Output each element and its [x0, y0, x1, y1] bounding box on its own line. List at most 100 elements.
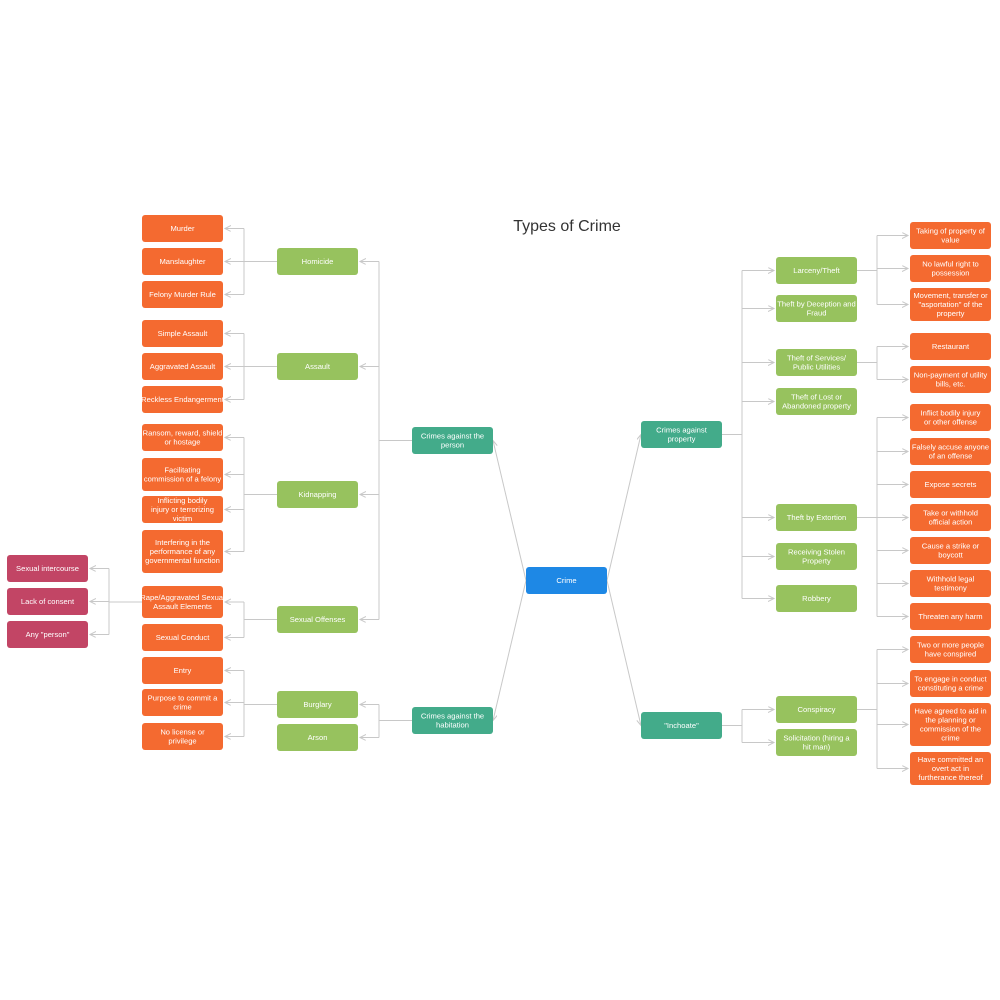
node-box [910, 333, 991, 360]
node-box [142, 353, 223, 380]
node-box [412, 427, 493, 454]
node-label: Robbery [802, 594, 831, 603]
node-label: Threaten any harm [918, 612, 982, 621]
node-box [142, 248, 223, 275]
node-aggassault[interactable]: Aggravated Assault [142, 353, 223, 380]
node-box [910, 504, 991, 531]
node-restaurant[interactable]: Restaurant [910, 333, 991, 360]
node-box [7, 555, 88, 582]
node-box [776, 729, 857, 756]
node-extortion[interactable]: Theft by Extortion [776, 504, 857, 531]
node-box [910, 570, 991, 597]
node-box [277, 481, 358, 508]
node-assault[interactable]: Assault [277, 353, 358, 380]
node-reckless[interactable]: Reckless Endangerment [141, 386, 225, 413]
node-burglary[interactable]: Burglary [277, 691, 358, 718]
node-box [142, 723, 223, 750]
node-robbery[interactable]: Robbery [776, 585, 857, 612]
node-kidnapping[interactable]: Kidnapping [277, 481, 358, 508]
node-intercourse[interactable]: Sexual intercourse [7, 555, 88, 582]
node-conspiracy[interactable]: Conspiracy [776, 696, 857, 723]
node-harm[interactable]: Threaten any harm [910, 603, 991, 630]
node-label: Arson [308, 733, 328, 742]
node-sexconduct[interactable]: Sexual Conduct [142, 624, 223, 651]
connector-crime-inch [606, 580, 641, 726]
node-arson[interactable]: Arson [277, 724, 358, 751]
node-box [910, 222, 991, 249]
node-box [776, 543, 857, 570]
node-box [142, 424, 223, 451]
node-manslaughter[interactable]: Manslaughter [142, 248, 223, 275]
node-box [142, 657, 223, 684]
connector-crime-capr [606, 435, 641, 581]
node-box [142, 496, 223, 523]
node-box [776, 504, 857, 531]
node-box [526, 567, 607, 594]
node-murder[interactable]: Murder [142, 215, 223, 242]
node-consent[interactable]: Lack of consent [7, 588, 88, 615]
node-box [277, 691, 358, 718]
node-anyperson[interactable]: Any "person" [7, 621, 88, 648]
node-movement[interactable]: Movement, transfer or"asportation" of th… [910, 288, 991, 321]
node-services[interactable]: Theft of Services/Public Utilities [776, 349, 857, 376]
node-sexoff[interactable]: Sexual Offenses [277, 606, 358, 633]
node-label: Reckless Endangerment [141, 395, 225, 404]
node-felonymurder[interactable]: Felony Murder Rule [142, 281, 223, 308]
node-expose[interactable]: Expose secrets [910, 471, 991, 498]
node-entry[interactable]: Entry [142, 657, 223, 684]
node-homicide[interactable]: Homicide [277, 248, 358, 275]
node-box [776, 257, 857, 284]
node-box [142, 458, 223, 491]
node-box [776, 388, 857, 415]
node-inch[interactable]: "Inchoate" [641, 712, 722, 739]
node-box [910, 703, 991, 746]
node-simpleassault[interactable]: Simple Assault [142, 320, 223, 347]
connector-crime-cap [493, 441, 527, 581]
node-box [910, 752, 991, 785]
node-box [142, 586, 223, 618]
node-label: Burglary [303, 700, 331, 709]
node-box [910, 404, 991, 431]
node-label: Theft of Services/Public Utilities [787, 354, 847, 372]
node-larceny[interactable]: Larceny/Theft [776, 257, 857, 284]
node-box [277, 248, 358, 275]
node-label: Sexual Conduct [156, 633, 211, 642]
node-crime[interactable]: Crime [526, 567, 607, 594]
node-box [277, 724, 358, 751]
